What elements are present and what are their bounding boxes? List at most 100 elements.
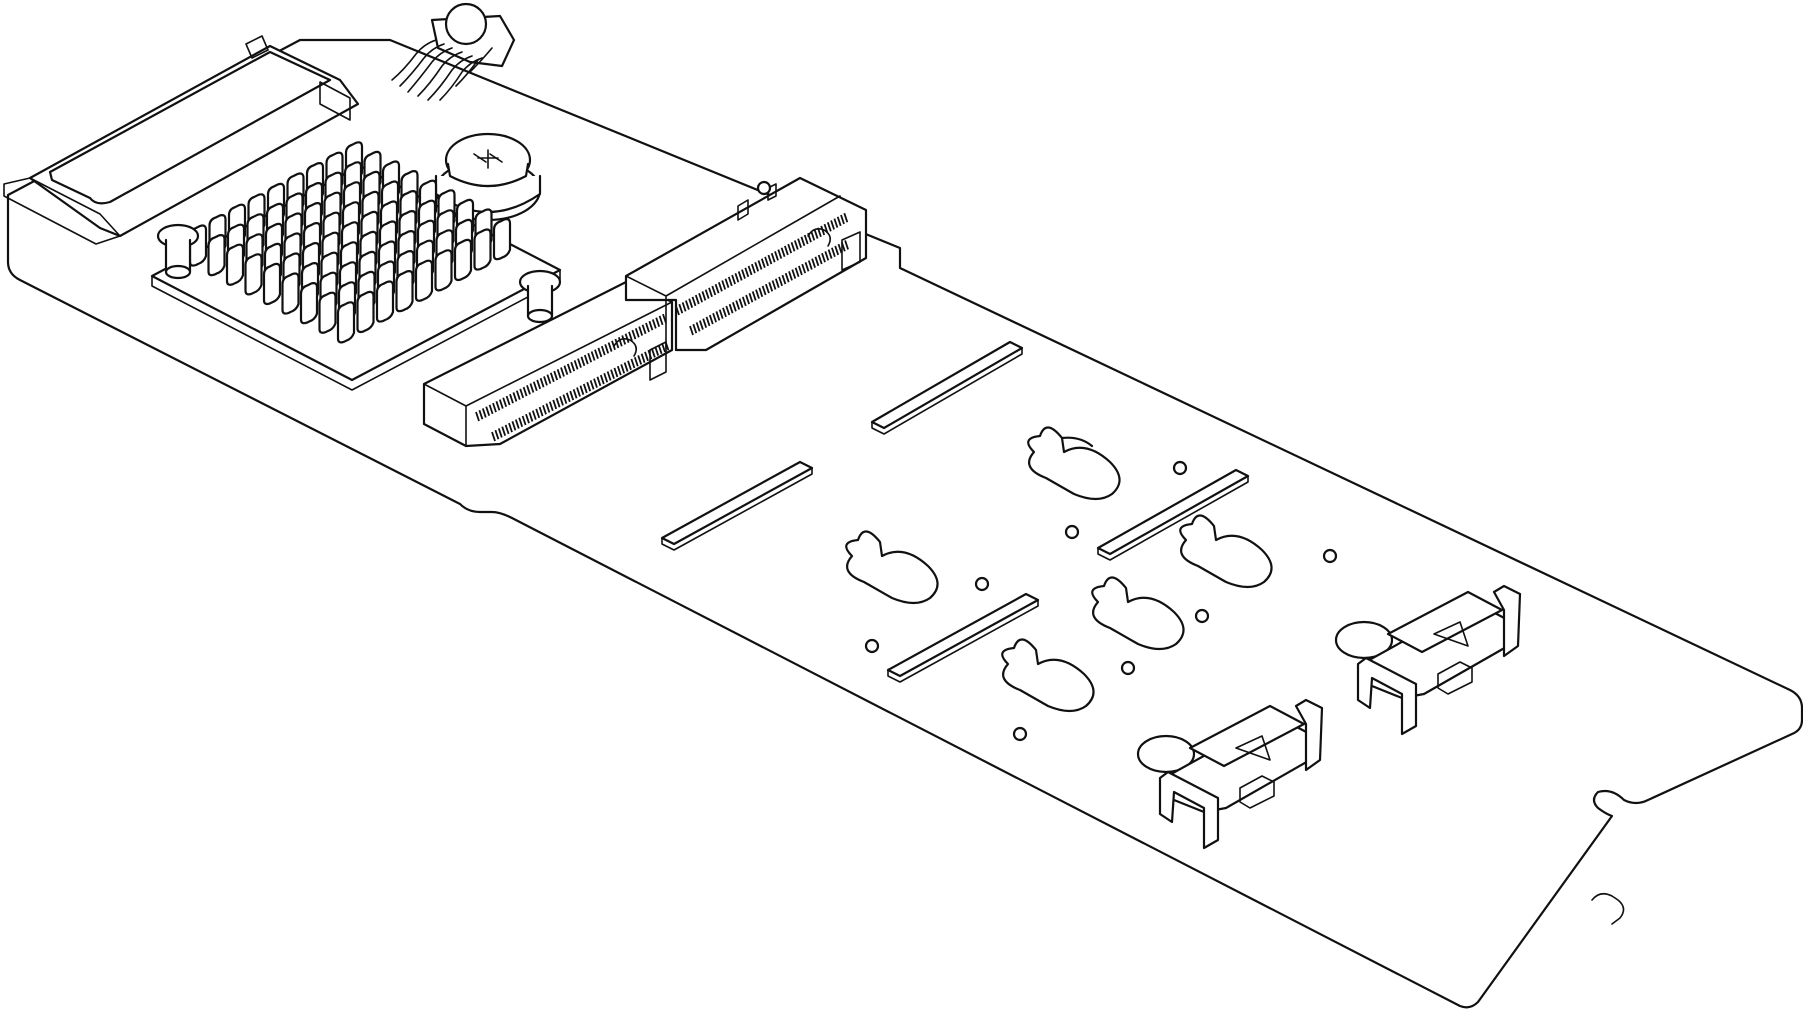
- retainer1-top: [1188, 704, 1306, 768]
- contact-pin: [628, 331, 633, 342]
- contact-pin: [777, 249, 783, 259]
- heatsink-standoff-right: [518, 269, 562, 324]
- contact-pin: [553, 370, 559, 381]
- contact-pin: [747, 265, 753, 276]
- contact-pin: [604, 344, 610, 354]
- contact-pin: [542, 405, 547, 415]
- contact-pin: [521, 415, 527, 426]
- contact-pin: [807, 260, 813, 270]
- contact-pin: [757, 260, 763, 270]
- contact-pin: [821, 252, 826, 263]
- contact-pin: [728, 303, 734, 314]
- contact-pin: [814, 256, 820, 267]
- contact-pin: [692, 323, 698, 334]
- contact-pin: [492, 402, 497, 413]
- contact-pin: [843, 212, 849, 223]
- contact-pin: [735, 300, 741, 310]
- header-cap: [444, 2, 488, 46]
- contact-pin: [681, 302, 687, 312]
- contact-pin: [771, 280, 777, 290]
- contact-pin: [590, 351, 596, 361]
- contact-pin: [633, 356, 639, 367]
- contact-pin: [498, 399, 504, 409]
- slot2-contact-pins: [675, 212, 849, 336]
- contact-pin: [705, 316, 711, 327]
- retainer2-arm-left: [1356, 656, 1418, 736]
- contact-pin: [617, 336, 623, 347]
- contact-pin: [654, 346, 660, 356]
- contact-pin: [555, 397, 561, 408]
- contact-pin: [695, 322, 701, 332]
- header-pins: [391, 39, 493, 101]
- contact-pin: [549, 372, 555, 383]
- contact-pin: [817, 254, 823, 265]
- slot2-body: [624, 176, 868, 352]
- contact-pin: [586, 381, 592, 392]
- contact-pin: [691, 296, 697, 307]
- contact-pin: [623, 362, 629, 372]
- heatsink-fin: [244, 253, 263, 296]
- contact-pin: [737, 271, 743, 281]
- contact-pin: [543, 376, 548, 386]
- contact-pin: [509, 393, 514, 404]
- contact-pin: [810, 231, 816, 241]
- heatsink-fin: [434, 249, 453, 292]
- contact-pin: [638, 326, 644, 336]
- slot2-rear-tab: [737, 183, 777, 221]
- heatsink-base-edge: [151, 269, 561, 391]
- power-connector: [391, 2, 516, 101]
- contact-pin: [787, 243, 793, 254]
- contact-pin: [755, 289, 760, 299]
- heatsink-fin: [453, 238, 473, 282]
- heatsink: [150, 141, 562, 391]
- contact-pin: [744, 267, 750, 278]
- contact-pin: [830, 220, 835, 230]
- contact-pin: [714, 283, 720, 294]
- contact-pin: [833, 218, 839, 228]
- hole: [1172, 460, 1188, 476]
- heatsink-fin: [414, 259, 434, 302]
- contact-pin: [702, 318, 708, 329]
- hole: [974, 576, 990, 592]
- keyhole-3: [1179, 514, 1273, 589]
- contact-pin: [485, 406, 491, 416]
- contact-pin: [572, 388, 578, 399]
- contact-pin: [514, 419, 520, 429]
- contact-pin: [826, 221, 832, 232]
- contact-pin: [844, 240, 849, 250]
- retainer2-hole: [1334, 620, 1394, 660]
- contact-pin: [675, 305, 680, 316]
- contact-pin: [491, 431, 496, 442]
- phillips-cross: [473, 149, 503, 169]
- contact-pin: [689, 325, 694, 336]
- contact-pin: [718, 309, 724, 319]
- contact-pin: [688, 298, 694, 309]
- contact-pin: [800, 236, 806, 247]
- heatsink-fin: [492, 218, 512, 261]
- contact-pin: [813, 229, 819, 239]
- contact-pin: [760, 258, 766, 268]
- slot1-top: [423, 301, 673, 447]
- contact-pin: [599, 374, 605, 385]
- slot2-top: [625, 195, 841, 349]
- contact-pin: [651, 319, 657, 329]
- contact-pin: [582, 383, 588, 394]
- contact-pin: [721, 280, 727, 290]
- heatsink-fin: [473, 228, 492, 271]
- contact-pin: [488, 404, 494, 415]
- heatsink-fins: [188, 141, 512, 344]
- contact-pin: [570, 361, 576, 372]
- cage-clip: [245, 35, 269, 59]
- contact-pin: [606, 371, 612, 381]
- keyhole-4: [1091, 576, 1185, 651]
- contact-pin: [811, 258, 816, 268]
- contact-pin: [525, 413, 530, 424]
- contact-pin: [837, 243, 843, 254]
- contact-pin: [704, 289, 710, 299]
- contact-pin: [526, 385, 531, 395]
- contact-pin: [475, 411, 480, 422]
- hole: [1012, 726, 1028, 742]
- keyhole-slots: [845, 426, 1273, 713]
- contact-pin: [535, 408, 541, 419]
